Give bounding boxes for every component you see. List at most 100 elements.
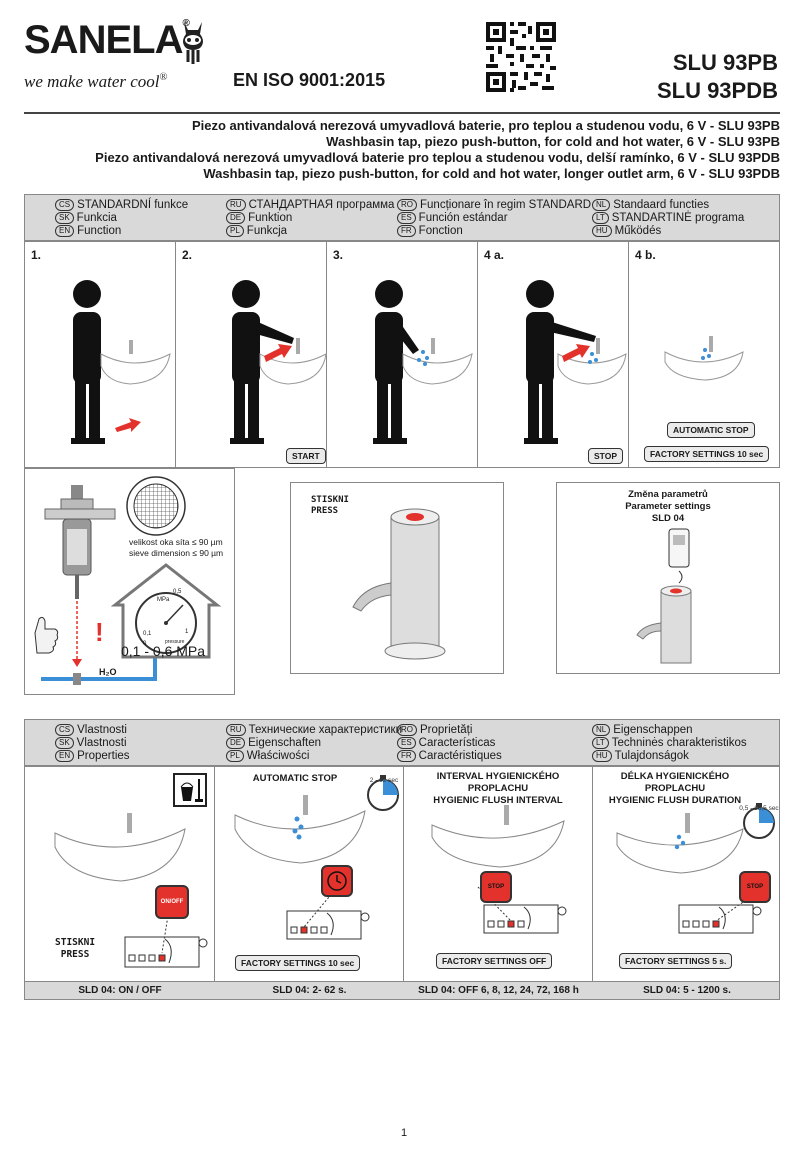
title-line: Piezo antivandalová nerezová umyvadlová … — [95, 150, 780, 165]
properties-row: ON/OFF STISKNI PRESS AUTOMATIC STOP 2 - … — [24, 766, 780, 1000]
pressure-gauge-icon — [111, 561, 221, 671]
factory-settings-tag: FACTORY SETTINGS 5 s. — [619, 953, 733, 969]
footer-flush-interval: SLD 04: OFF 6, 8, 12, 24, 72, 168 h — [418, 985, 579, 996]
step-4a: 4 a. STOP — [478, 242, 629, 467]
raccoon-mascot-icon — [180, 16, 206, 66]
property-title-line: INTERVAL HYGIENICKÉHO — [436, 771, 560, 782]
factory-settings-tag: FACTORY SETTINGS OFF — [436, 953, 553, 969]
property-title: AUTOMATIC STOP — [252, 773, 338, 784]
step-number: 2. — [182, 248, 193, 262]
start-tag: START — [286, 448, 326, 464]
person-approach-icon — [71, 280, 171, 444]
press-label-en: PRESS — [311, 506, 339, 516]
parameter-label: Změna parametrů Parameter settings SLD 0… — [557, 489, 779, 525]
basin-flow-icon — [234, 795, 370, 940]
press-label-cs: STISKNI — [311, 495, 349, 505]
clock-button[interactable] — [321, 865, 353, 897]
factory-settings-tag: FACTORY SETTINGS 10 sec — [235, 955, 361, 971]
title-line: Piezo antivandalová nerezová umyvadlová … — [191, 118, 780, 133]
person-press-icon — [230, 280, 327, 444]
basin-icon — [431, 805, 567, 934]
cleaning-bucket-icon — [173, 773, 207, 807]
press-label-en: PRESS — [60, 949, 90, 960]
gauge-unit: MPa — [157, 597, 170, 603]
gauge-tick: 0 — [143, 641, 147, 647]
brand-name: SANELA — [24, 18, 183, 62]
title-line: Washbasin tap, piezo push-button, for co… — [326, 134, 780, 149]
sieve-mesh-icon — [125, 475, 187, 537]
factory-settings-tag: FACTORY SETTINGS 10 sec — [644, 446, 770, 462]
step-number: 1. — [31, 248, 42, 262]
h2o-label: H₂O — [99, 667, 117, 677]
sieve-spec-en: sieve dimension ≤ 90 µm — [129, 548, 224, 558]
property-title: DÉLKA HYGIENICKÉHO PROPLACHU HYGIENIC FL… — [593, 771, 757, 807]
footer-on-off: SLD 04: ON / OFF — [78, 985, 162, 996]
timer-icon — [365, 775, 401, 811]
press-label-cs: STISKNI — [55, 937, 96, 948]
step-number: 3. — [333, 248, 344, 262]
parameter-panel: Změna parametrů Parameter settings SLD 0… — [556, 482, 780, 674]
property-title-line: PROPLACHU — [467, 783, 529, 794]
tap-button-icon — [352, 508, 446, 660]
property-title-line: DÉLKA HYGIENICKÉHO — [620, 771, 730, 782]
step-3: 3. — [327, 242, 478, 467]
property-on-off: ON/OFF STISKNI PRESS — [25, 767, 215, 999]
footer-automatic-stop: SLD 04: 2- 62 s. — [272, 985, 347, 996]
iso-certification: EN ISO 9001:2015 — [233, 70, 386, 90]
model-code-1: SLU 93PB — [672, 50, 778, 75]
step-1: 1. — [25, 242, 176, 467]
qr-code-icon — [484, 20, 558, 94]
property-flush-interval: INTERVAL HYGIENICKÉHO PROPLACHU HYGIENIC… — [404, 767, 593, 999]
properties-footer: SLD 04: ON / OFF SLD 04: 2- 62 s. SLD 04… — [25, 981, 779, 999]
basin-flow-icon — [616, 813, 762, 934]
on-off-button[interactable]: ON/OFF — [155, 885, 189, 919]
model-code-2: SLU 93PDB — [656, 78, 778, 103]
property-flush-duration: DÉLKA HYGIENICKÉHO PROPLACHU HYGIENIC FL… — [593, 767, 781, 999]
step-4b: 4 b. AUTOMATIC STOP FACTORY SETTINGS 10 … — [629, 242, 781, 467]
timer-range: 2 - 62 sec — [369, 777, 399, 784]
property-title-line: HYGIENIC FLUSH INTERVAL — [433, 795, 563, 806]
person-washing-icon — [373, 280, 473, 444]
property-title-line: HYGIENIC FLUSH DURATION — [608, 795, 742, 806]
brand-tagline: we make water cool® — [24, 72, 168, 91]
brand-logo: SANELA® — [24, 18, 190, 63]
svg-text:!: ! — [95, 617, 104, 647]
timer-icon — [741, 803, 777, 839]
stop-button[interactable]: STOP — [739, 871, 771, 903]
parameter-label-en: Parameter settings — [625, 501, 711, 512]
property-automatic-stop: AUTOMATIC STOP 2 - 62 sec — [215, 767, 404, 999]
basin-auto-stop-icon — [664, 336, 744, 381]
steps-row: 1. 2. START 3. — [24, 241, 780, 468]
stop-tag: STOP — [588, 448, 623, 464]
clock-icon — [327, 871, 347, 891]
press-panel: STISKNI PRESS — [290, 482, 504, 674]
header-divider — [24, 112, 780, 114]
stop-button[interactable]: STOP — [480, 871, 512, 903]
step-number: 4 b. — [635, 248, 656, 262]
parameter-device: SLD 04 — [651, 513, 685, 524]
reg-mark: ® — [182, 18, 189, 29]
person-stop-icon — [524, 280, 627, 444]
filter-valve-icon: ! — [34, 485, 157, 685]
parameter-label-cs: Změna parametrů — [628, 489, 708, 500]
press-label: STISKNI PRESS — [311, 495, 349, 517]
press-label: STISKNI PRESS — [55, 937, 95, 961]
pressure-range: 0,1 - 0,6 MPa — [121, 643, 206, 659]
sieve-spec: velikost oka síta ≤ 90 µm sieve dimensio… — [129, 537, 223, 559]
step-2: 2. START — [176, 242, 327, 467]
footer-flush-duration: SLD 04: 5 - 1200 s. — [643, 985, 731, 996]
step-number: 4 a. — [484, 248, 505, 262]
remote-control-icon — [636, 528, 692, 664]
page-number: 1 — [400, 1127, 408, 1139]
gauge-word: pressure — [165, 639, 185, 645]
timer-range: 0,5 - 15,5 sec — [739, 805, 779, 812]
